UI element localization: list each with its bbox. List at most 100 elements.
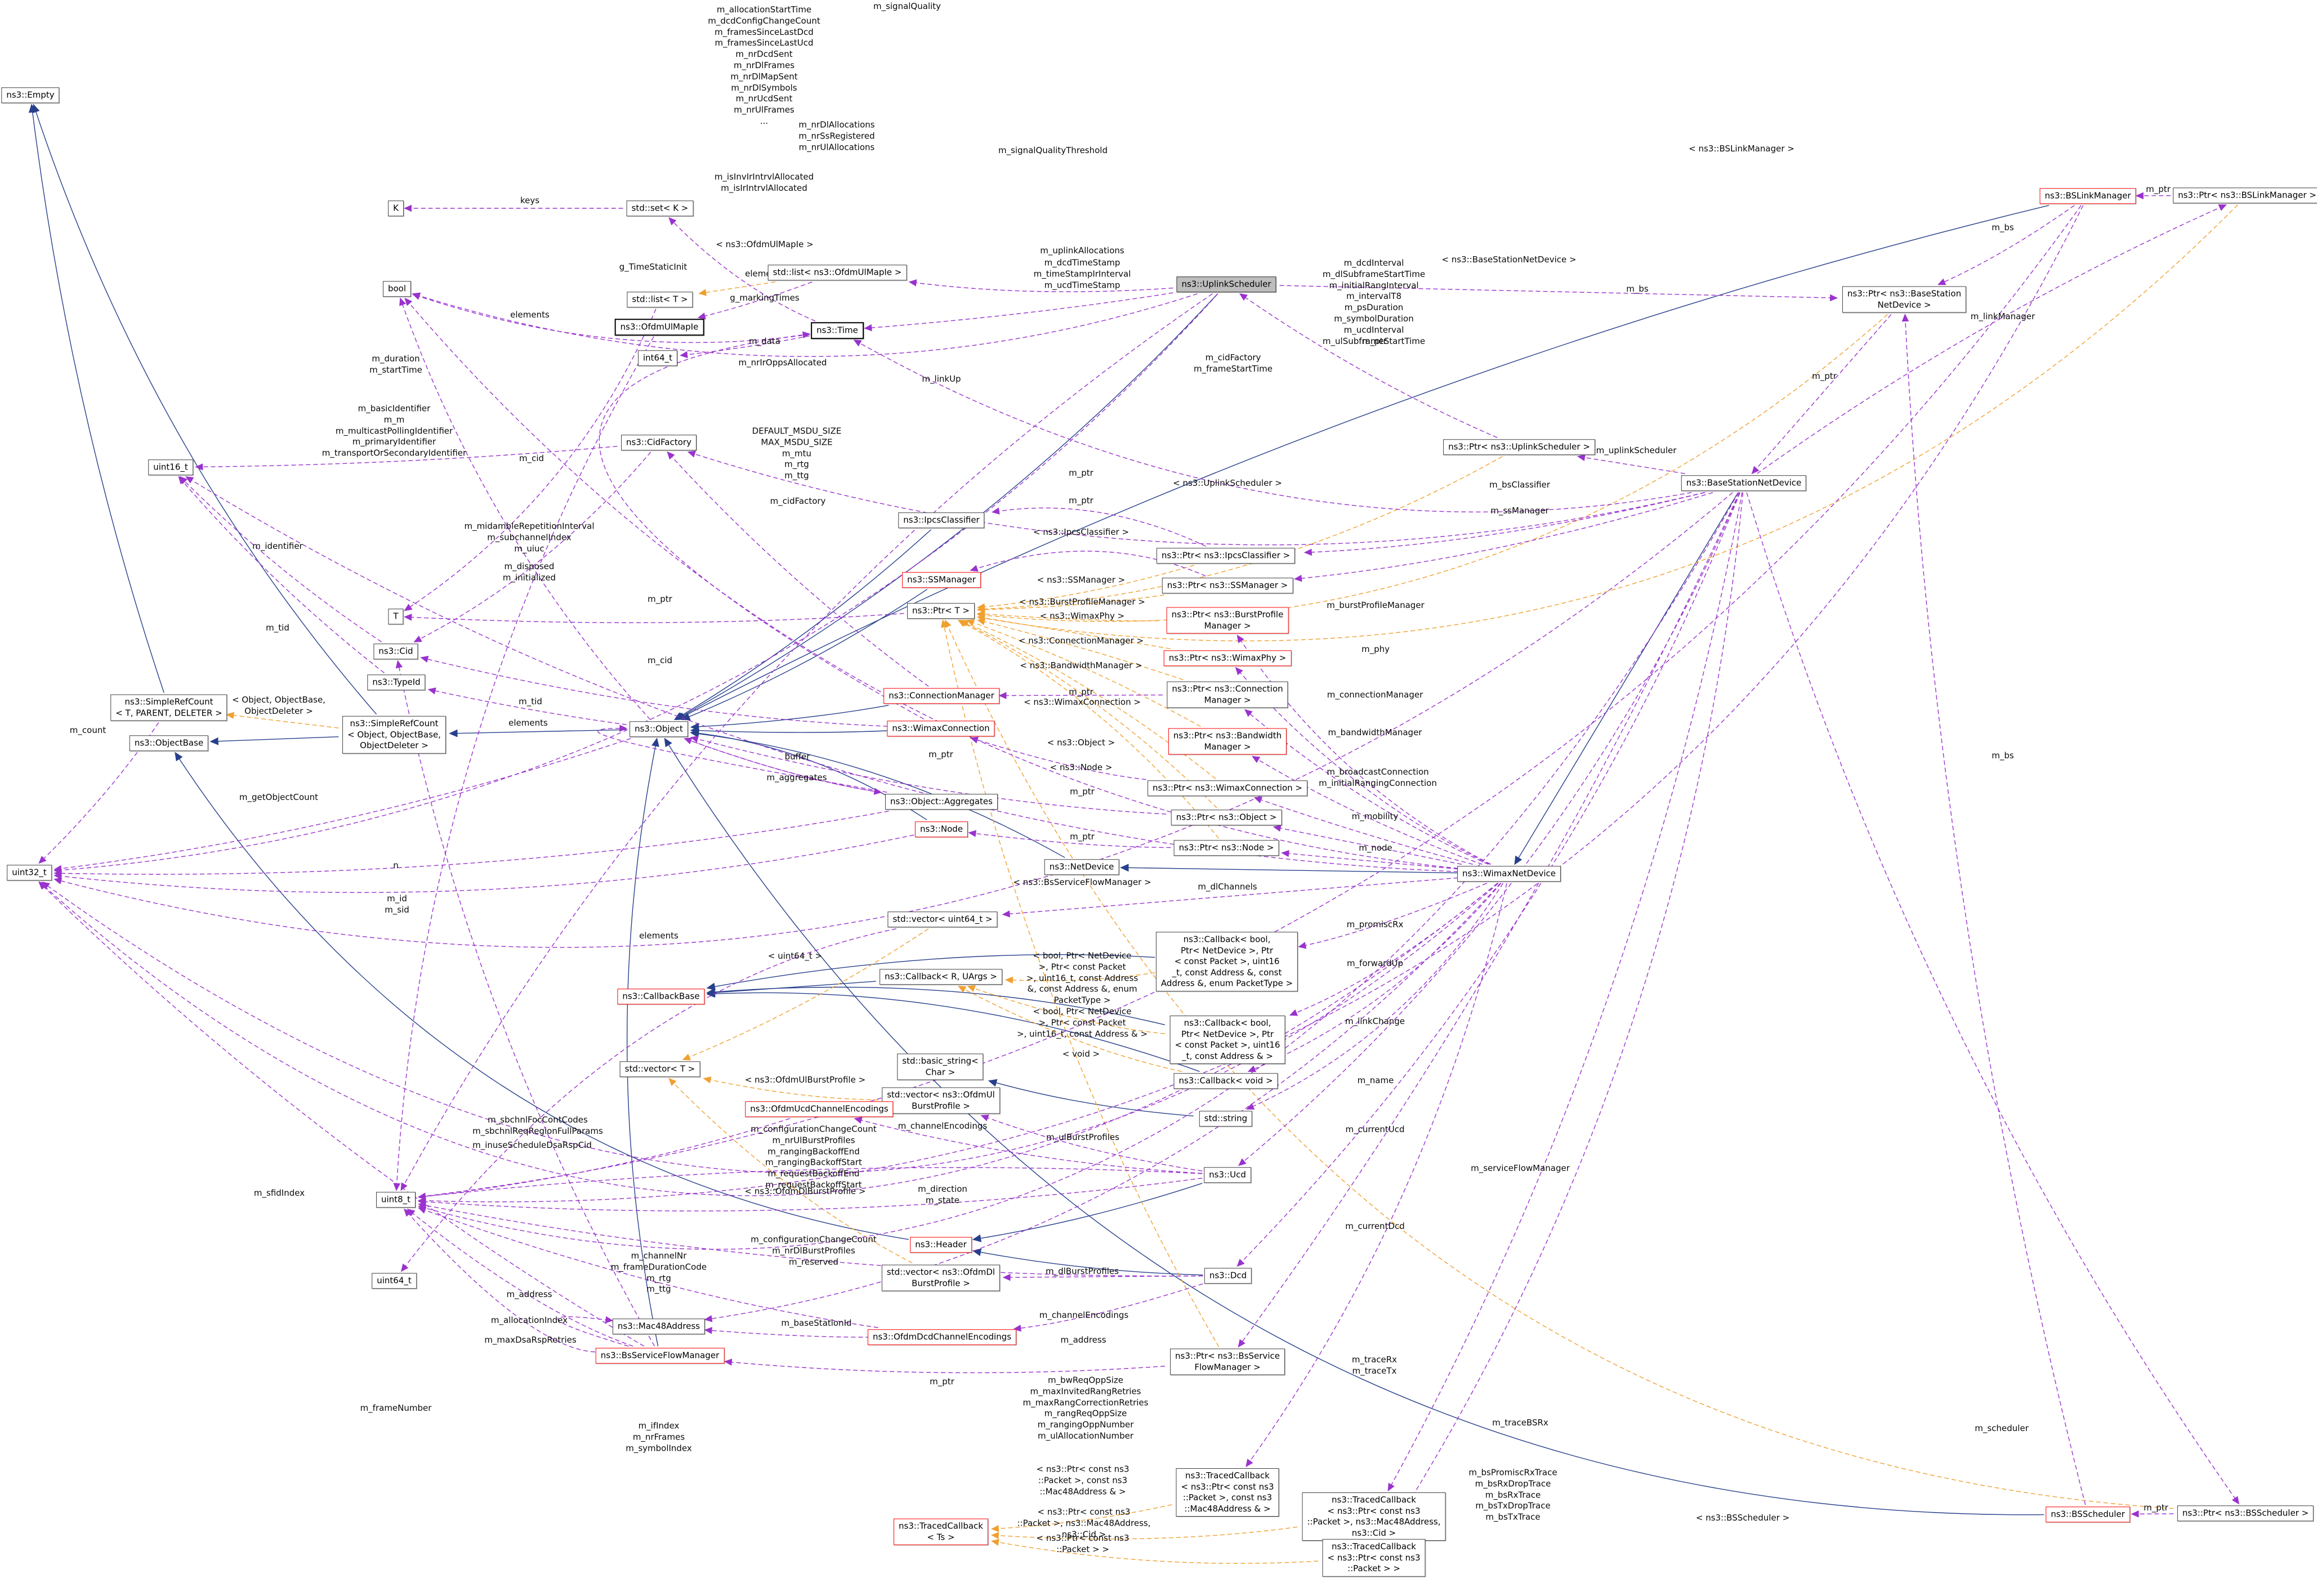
class-node-int64[interactable]: int64_t xyxy=(637,350,678,366)
edge-tcb_packet_mac_cid-to-tcbts xyxy=(990,1526,1298,1540)
class-node-uint8[interactable]: uint8_t xyxy=(376,1192,416,1208)
class-node-uint16[interactable]: uint16_t xyxy=(148,459,193,475)
edge-bssfman-to-uint32 xyxy=(38,881,645,1347)
edge-src_t-to-empty xyxy=(28,104,164,693)
class-node-ofdmulmapie[interactable]: ns3::OfdmUlMapIe xyxy=(614,319,704,336)
class-node-ucd[interactable]: ns3::Ucd xyxy=(1204,1167,1251,1183)
class-node-netdevice[interactable]: ns3::NetDevice xyxy=(1044,859,1119,875)
class-node-ptruplink[interactable]: ns3::Ptr< ns3::UplinkScheduler > xyxy=(1443,439,1595,455)
class-node-src_t[interactable]: ns3::SimpleRefCount < T, PARENT, DELETER… xyxy=(110,694,227,721)
class-node-ptrbslink[interactable]: ns3::Ptr< ns3::BSLinkManager > xyxy=(2173,187,2317,203)
class-node-connman[interactable]: ns3::ConnectionManager xyxy=(883,688,999,704)
class-node-objectbase[interactable]: ns3::ObjectBase xyxy=(129,735,209,751)
class-node-tcb_packet[interactable]: ns3::TracedCallback < ns3::Ptr< const ns… xyxy=(1322,1539,1426,1577)
class-node-ptrt[interactable]: ns3::Ptr< T > xyxy=(907,603,975,619)
class-node-mac48[interactable]: ns3::Mac48Address xyxy=(612,1318,706,1334)
class-node-vecofdmul[interactable]: std::vector< ns3::OfdmUl BurstProfile > xyxy=(882,1087,1000,1114)
edge-wimaxnetdev-to-ptrphy xyxy=(1235,667,1490,865)
class-node-cbvoid[interactable]: ns3::Callback< void > xyxy=(1173,1073,1278,1089)
class-node-tcb_packet_mac[interactable]: ns3::TracedCallback < ns3::Ptr< const ns… xyxy=(1176,1468,1279,1517)
class-node-cbruargs[interactable]: ns3::Callback< R, UArgs > xyxy=(880,969,1002,985)
edge-wimaxnetdev-to-ptrobj xyxy=(1273,825,1462,865)
class-node-listt[interactable]: std::list< T > xyxy=(627,292,693,307)
class-node-bssched[interactable]: ns3::BSScheduler xyxy=(2046,1506,2130,1522)
edge-cbruargs-to-cbbase xyxy=(706,981,876,997)
class-node-basicstring[interactable]: std::basic_string< Char > xyxy=(897,1053,984,1080)
class-node-bsnetdev[interactable]: ns3::BaseStationNetDevice xyxy=(1681,475,1807,491)
class-node-ptrburst[interactable]: ns3::Ptr< ns3::BurstProfile Manager > xyxy=(1166,607,1289,634)
class-node-ptrnode[interactable]: ns3::Ptr< ns3::Node > xyxy=(1173,840,1279,856)
edge-bsnetdev-to-time xyxy=(853,339,1692,513)
class-node-cb_small[interactable]: ns3::Callback< bool, Ptr< NetDevice >, P… xyxy=(1169,1016,1285,1064)
class-node-ptrbw[interactable]: ns3::Ptr< ns3::Bandwidth Manager > xyxy=(1168,728,1287,755)
edge-aggregates-to-object xyxy=(684,737,882,793)
class-node-vecofdmdl[interactable]: std::vector< ns3::OfdmDl BurstProfile > xyxy=(881,1264,1001,1291)
class-node-vecu64[interactable]: std::vector< uint64_t > xyxy=(887,911,998,927)
class-node-ssman[interactable]: ns3::SSManager xyxy=(902,572,981,588)
class-node-ofdmucd[interactable]: ns3::OfdmUcdChannelEncodings xyxy=(745,1101,894,1117)
class-node-ptrbssched[interactable]: ns3::Ptr< ns3::BSScheduler > xyxy=(2177,1505,2314,1521)
class-node-ipcs[interactable]: ns3::IpcsClassifier xyxy=(898,512,985,528)
class-node-ptrssman[interactable]: ns3::Ptr< ns3::SSManager > xyxy=(1162,578,1293,593)
class-node-stdstring[interactable]: std::string xyxy=(1199,1111,1253,1126)
class-node-tcb_packet_mac_cid[interactable]: ns3::TracedCallback < ns3::Ptr< const ns… xyxy=(1302,1492,1446,1541)
class-node-listofdmulmapie[interactable]: std::list< ns3::OfdmUlMapIe > xyxy=(767,265,907,280)
edge-uplinksched-to-uint8 xyxy=(400,293,1213,1191)
edge-aggregates-to-object xyxy=(597,725,887,793)
class-node-node[interactable]: ns3::Node xyxy=(914,821,968,837)
class-node-vect[interactable]: std::vector< T > xyxy=(619,1061,700,1077)
class-node-dcd[interactable]: ns3::Dcd xyxy=(1204,1268,1252,1284)
class-node-cb_big[interactable]: ns3::Callback< bool, Ptr< NetDevice >, P… xyxy=(1155,932,1298,991)
class-node-tcbts[interactable]: ns3::TracedCallback < Ts > xyxy=(894,1518,988,1545)
edge-ptrphy-to-ptrt xyxy=(977,614,1171,649)
class-node-ptrbssf[interactable]: ns3::Ptr< ns3::BsService FlowManager > xyxy=(1170,1348,1285,1375)
class-node-ptrphy[interactable]: ns3::Ptr< ns3::WimaxPhy > xyxy=(1163,650,1292,666)
class-node-setk[interactable]: std::set< K > xyxy=(626,200,694,216)
class-node-uint32[interactable]: uint32_t xyxy=(7,865,52,880)
class-node-wimaxconn[interactable]: ns3::WimaxConnection xyxy=(887,721,995,736)
edge-wimaxnetdev-to-mac48 xyxy=(704,883,1501,1322)
class-node-t[interactable]: T xyxy=(388,609,404,624)
edge-ptruplink-to-uplinksched xyxy=(1239,293,1498,438)
edge-src_obj-to-objectbase xyxy=(209,736,339,745)
edge-bsnetdev-to-uint8 xyxy=(418,492,1739,1250)
edge-listofdmulmapie-to-listt xyxy=(698,281,776,296)
class-node-uint64[interactable]: uint64_t xyxy=(372,1273,417,1289)
edge-cidfactory-to-uint16 xyxy=(195,446,618,471)
edge-bssched-to-object xyxy=(664,737,2044,1515)
edge-bssfman-to-uint8 xyxy=(404,1208,595,1353)
edge-wimaxconn-to-time xyxy=(599,331,925,719)
edge-aggregates-to-uint32 xyxy=(53,811,889,877)
class-node-ofdmdcd[interactable]: ns3::OfdmDcdChannelEncodings xyxy=(867,1329,1017,1345)
class-node-object[interactable]: ns3::Object xyxy=(630,721,688,737)
edge-ofdmulmapie-to-uint8 xyxy=(393,336,654,1191)
class-node-cid[interactable]: ns3::Cid xyxy=(373,643,418,659)
edge-bsnetdev-to-ptrbslink xyxy=(1757,204,2227,474)
class-node-k[interactable]: K xyxy=(388,200,404,216)
class-node-time[interactable]: ns3::Time xyxy=(811,322,864,339)
class-node-ptrwconn[interactable]: ns3::Ptr< ns3::WimaxConnection > xyxy=(1148,780,1307,796)
edge-time-to-int64 xyxy=(680,335,810,359)
edge-bssfman-to-uint8 xyxy=(407,1208,633,1347)
class-node-ptrbs[interactable]: ns3::Ptr< ns3::BaseStation NetDevice > xyxy=(1842,286,1967,313)
class-node-bool[interactable]: bool xyxy=(382,281,412,297)
class-node-uplinksched[interactable]: ns3::UplinkScheduler xyxy=(1176,276,1276,292)
class-node-empty[interactable]: ns3::Empty xyxy=(1,87,60,103)
class-node-bssfman[interactable]: ns3::BsServiceFlowManager xyxy=(595,1348,725,1363)
edge-bssfman-to-object xyxy=(626,737,659,1347)
edge-ucd-to-vecofdmul xyxy=(980,1114,1203,1172)
class-node-ptrconn[interactable]: ns3::Ptr< ns3::Connection Manager > xyxy=(1167,681,1288,708)
edge-wimaxconn-to-cid xyxy=(420,655,888,727)
class-node-header[interactable]: ns3::Header xyxy=(910,1237,972,1253)
class-node-typeid[interactable]: ns3::TypeId xyxy=(367,674,426,690)
edge-connman-to-cidfactory xyxy=(667,451,929,687)
class-node-ptripcs[interactable]: ns3::Ptr< ns3::IpcsClassifier > xyxy=(1156,548,1296,564)
class-node-aggregates[interactable]: ns3::Object::Aggregates xyxy=(885,794,998,810)
class-node-ptrobj[interactable]: ns3::Ptr< ns3::Object > xyxy=(1171,810,1282,825)
edge-wimaxnetdev-to-cb_big xyxy=(1298,883,1487,949)
class-node-cidfactory[interactable]: ns3::CidFactory xyxy=(621,435,697,450)
class-node-wimaxnetdev[interactable]: ns3::WimaxNetDevice xyxy=(1457,866,1561,882)
class-node-bslinkmanager[interactable]: ns3::BSLinkManager xyxy=(2039,188,2136,204)
class-node-cbbase[interactable]: ns3::CallbackBase xyxy=(617,989,705,1004)
class-node-src_obj[interactable]: ns3::SimpleRefCount < Object, ObjectBase… xyxy=(342,716,446,754)
